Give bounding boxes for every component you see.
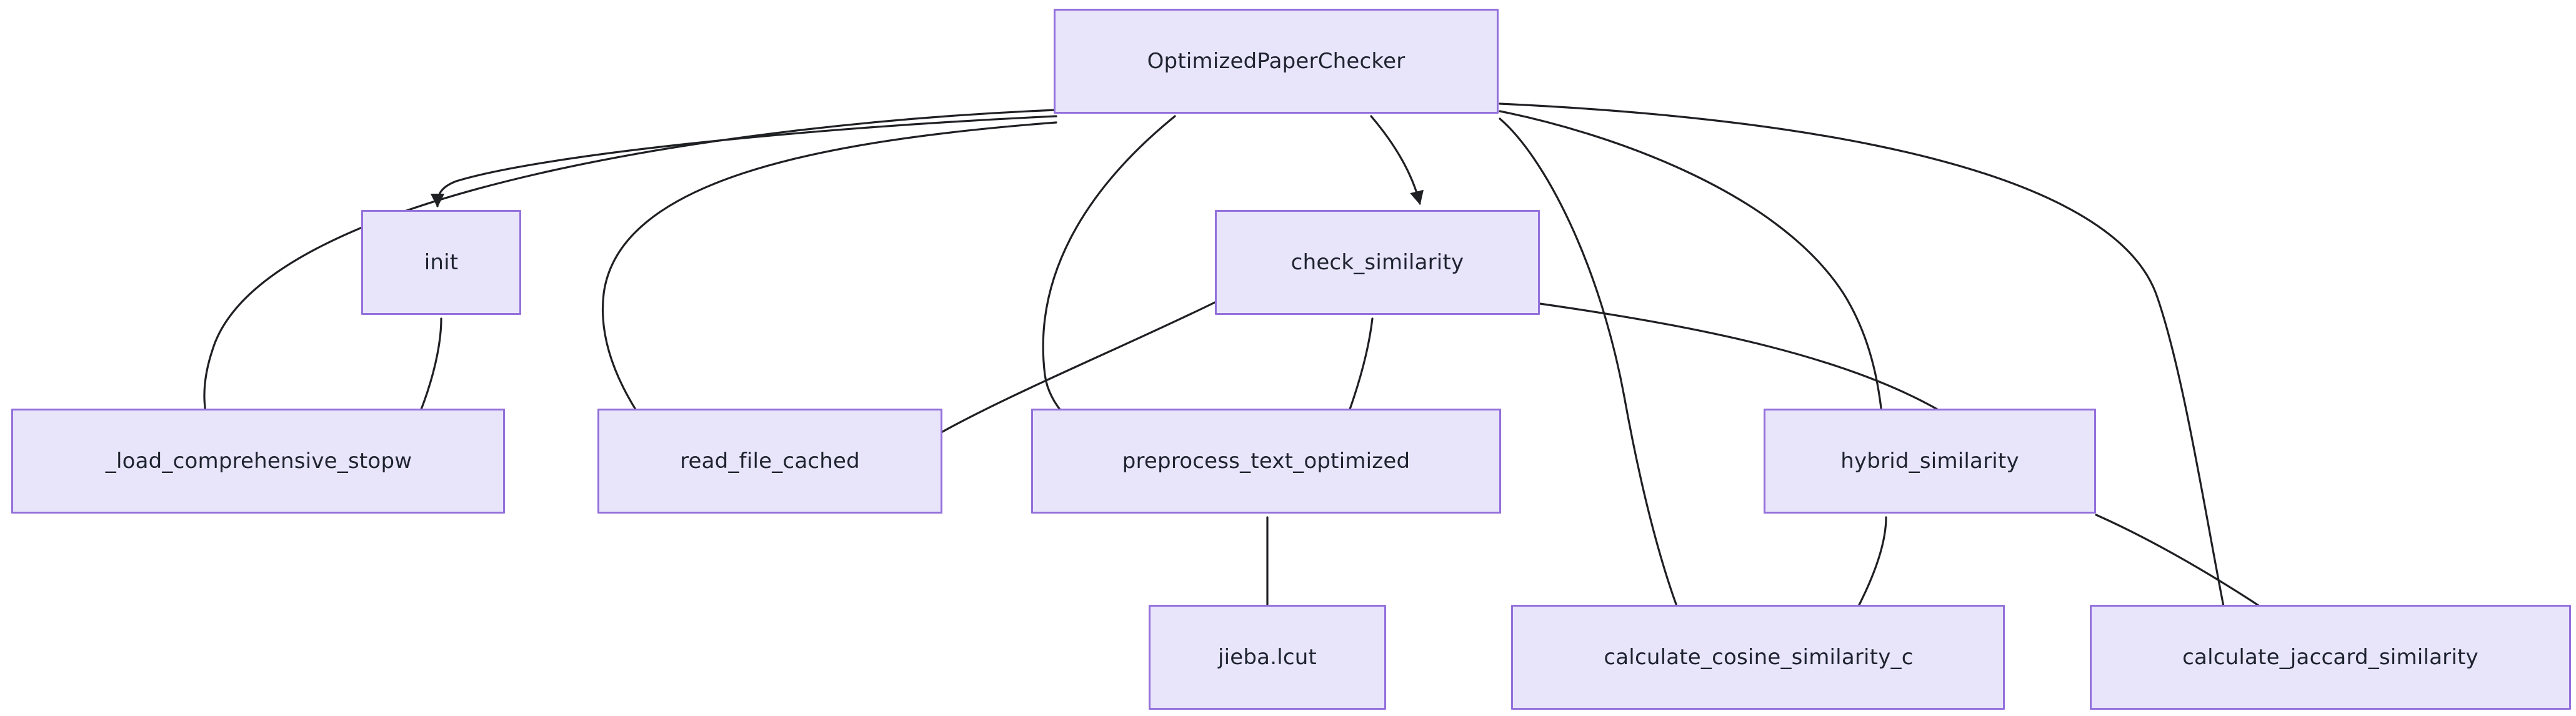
edge-root-to-hybrid bbox=[1499, 110, 1892, 455]
node-label: OptimizedPaperChecker bbox=[1147, 49, 1405, 74]
node-jieba[interactable]: jieba.lcut bbox=[1149, 605, 1386, 710]
node-label: hybrid_similarity bbox=[1840, 449, 2019, 474]
node-label: calculate_jaccard_similarity bbox=[2182, 645, 2479, 670]
node-label: jieba.lcut bbox=[1217, 645, 1317, 670]
node-check[interactable]: check_similarity bbox=[1215, 210, 1540, 315]
node-cosine[interactable]: calculate_cosine_similarity_c bbox=[1511, 605, 2005, 710]
edge-root-to-jaccard bbox=[1499, 102, 2238, 655]
node-readfile[interactable]: read_file_cached bbox=[597, 409, 942, 514]
edge-root-to-init bbox=[430, 115, 1057, 208]
edge-root-to-cosine bbox=[1499, 117, 1701, 655]
node-label: _load_comprehensive_stopw bbox=[105, 449, 412, 474]
edge-root-to-readfile bbox=[601, 121, 1057, 459]
node-hybrid[interactable]: hybrid_similarity bbox=[1764, 409, 2096, 514]
node-jaccard[interactable]: calculate_jaccard_similarity bbox=[2090, 605, 2571, 710]
node-label: init bbox=[424, 250, 459, 275]
node-label: preprocess_text_optimized bbox=[1122, 449, 1410, 474]
node-root[interactable]: OptimizedPaperChecker bbox=[1054, 9, 1499, 114]
node-label: read_file_cached bbox=[680, 449, 860, 474]
edge-root-to-check bbox=[1370, 115, 1424, 206]
node-stopwords[interactable]: _load_comprehensive_stopw bbox=[11, 409, 505, 514]
node-init[interactable]: init bbox=[361, 210, 521, 315]
node-label: check_similarity bbox=[1290, 250, 1464, 275]
edge-root-to-stopwords bbox=[203, 109, 1057, 460]
node-preprocess[interactable]: preprocess_text_optimized bbox=[1031, 409, 1501, 514]
node-label: calculate_cosine_similarity_c bbox=[1604, 645, 1914, 670]
